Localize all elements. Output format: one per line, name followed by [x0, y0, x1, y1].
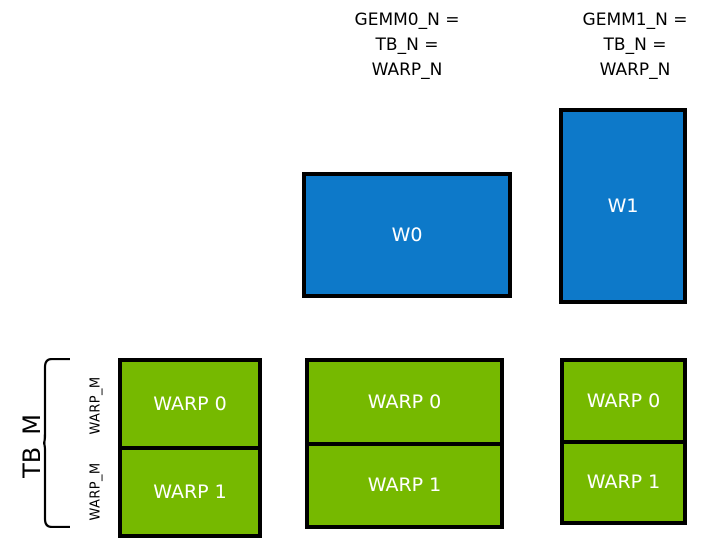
warp-tile-w0-label: W0 — [391, 224, 423, 246]
warp-cell: WARP 1 — [122, 446, 258, 534]
warp-cell-label: WARP 0 — [153, 393, 227, 415]
warp-cell: WARP 1 — [309, 441, 500, 525]
warp-block-column-1: WARP 0 WARP 1 — [305, 358, 504, 529]
axis-label-warp-m-bottom: WARP_M — [88, 462, 104, 521]
axis-label-warp-m-top: WARP_M — [88, 376, 104, 435]
warp-cell: WARP 1 — [564, 439, 683, 521]
warp-cell-label: WARP 0 — [586, 389, 661, 412]
warp-cell-label: WARP 0 — [367, 390, 442, 413]
axis-label-tb-m: TB_M — [18, 414, 46, 478]
warp-cell: WARP 0 — [564, 362, 683, 440]
warp-cell-label: WARP 1 — [586, 471, 661, 494]
warp-cell-label: WARP 1 — [153, 481, 227, 503]
warp-block-column-0: WARP 0 WARP 1 — [118, 358, 262, 538]
warp-block-column-2: WARP 0 WARP 1 — [560, 358, 687, 525]
column-header-gemm0: GEMM0_N = TB_N = WARP_N — [354, 10, 460, 80]
warp-tile-w1-label: W1 — [607, 195, 639, 217]
warp-tile-w1: W1 — [559, 108, 687, 304]
warp-cell: WARP 0 — [122, 362, 258, 446]
warp-cell-label: WARP 1 — [367, 474, 442, 497]
warp-cell: WARP 0 — [309, 362, 500, 442]
column-header-gemm1: GEMM1_N = TB_N = WARP_N — [582, 10, 688, 80]
tb-m-bracket-icon — [42, 358, 70, 528]
warp-tile-w0: W0 — [302, 172, 512, 298]
